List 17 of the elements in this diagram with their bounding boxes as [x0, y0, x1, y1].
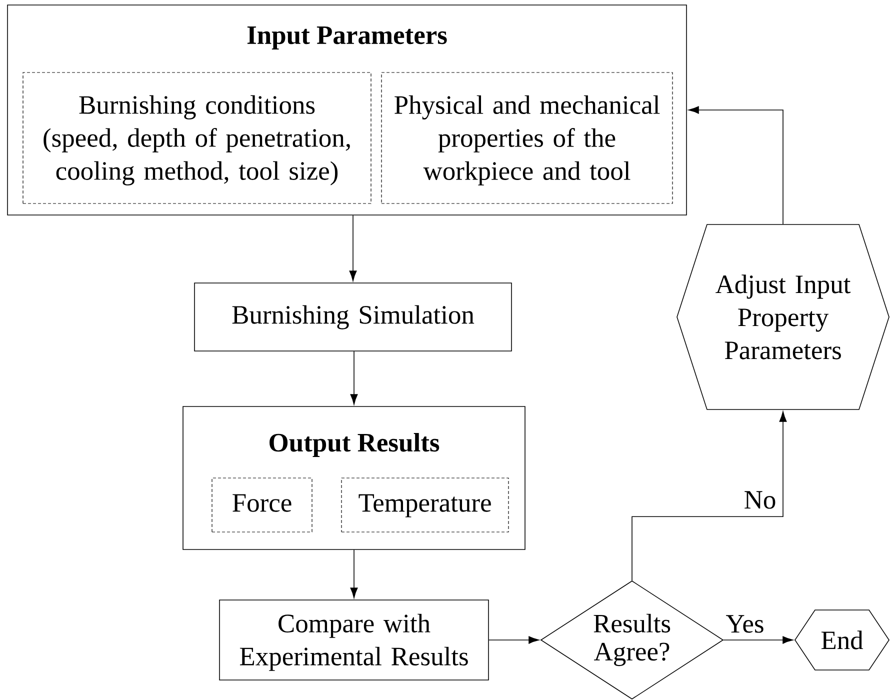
arrow: [350, 351, 358, 405]
edge-label: Yes: [724, 614, 766, 634]
dashed-box: Physical and mechanical properties of the workpiece and tool: [381, 72, 673, 204]
dashed-box: Temperature: [341, 478, 509, 532]
terminal-hexagon: End: [794, 610, 890, 670]
arrow: [350, 550, 358, 598]
arrow: [488, 636, 540, 644]
process-box: Burnishing Simulation: [194, 282, 512, 352]
dashed-box: Burnishing conditions (speed, depth of penetration, cooling method, tool size): [22, 72, 372, 204]
arrow: [688, 106, 784, 224]
arrow: [632, 411, 787, 581]
dashed-box: Force: [212, 478, 312, 532]
hexagon: Adjust Input Property Parameters: [676, 224, 890, 410]
arrow: [349, 215, 357, 282]
arrow: [723, 636, 794, 644]
process-box: Compare with Experimental Results: [219, 600, 489, 680]
edge-label: No: [742, 490, 778, 510]
